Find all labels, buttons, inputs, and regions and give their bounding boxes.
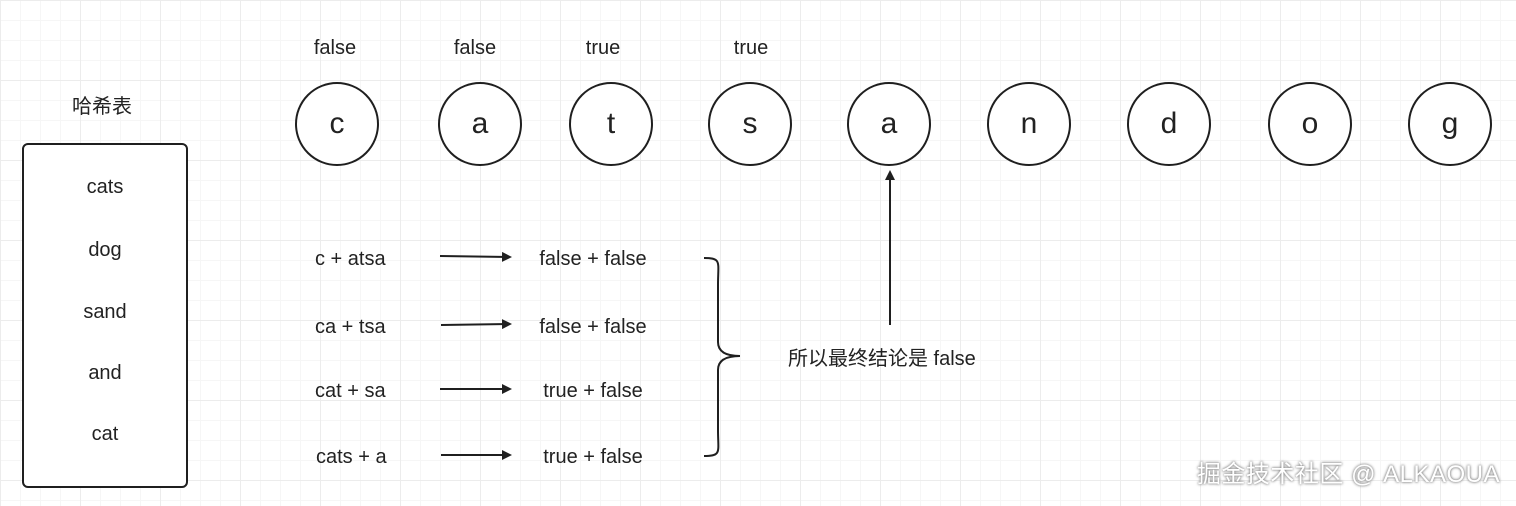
char-node: g	[1408, 82, 1492, 166]
char-node: n	[987, 82, 1071, 166]
conclusion-text: 所以最终结论是 false	[788, 348, 976, 370]
char-node: s	[708, 82, 792, 166]
watermark: 掘金技术社区 @ ALKAOUA	[1196, 461, 1500, 488]
split-expr: cat + sa	[315, 380, 386, 402]
hash-word: and	[88, 362, 122, 384]
split-result: true + false	[543, 380, 643, 402]
split-result: true + false	[543, 446, 643, 468]
prefix-flag: true	[585, 37, 621, 59]
char-node: d	[1127, 82, 1211, 166]
prefix-flag: true	[733, 37, 769, 59]
hash-table-title: 哈希表	[72, 96, 132, 118]
prefix-flag: false	[453, 37, 497, 59]
char-node: c	[295, 82, 379, 166]
hash-word: cat	[91, 423, 119, 445]
hash-table-box: cats dog sand and cat	[22, 143, 188, 488]
split-expr: c + atsa	[315, 248, 386, 270]
split-arrow	[439, 251, 512, 262]
hash-word: dog	[88, 239, 122, 261]
curly-brace	[703, 257, 741, 457]
char-node: t	[569, 82, 653, 166]
split-result: false + false	[539, 316, 647, 338]
split-expr: ca + tsa	[315, 316, 386, 338]
hash-word: cats	[86, 176, 124, 198]
split-arrow	[440, 319, 512, 330]
char-node: a	[847, 82, 931, 166]
split-result: false + false	[539, 248, 647, 270]
hash-word: sand	[83, 301, 127, 323]
split-expr: cats + a	[316, 446, 387, 468]
char-node: o	[1268, 82, 1352, 166]
prefix-flag: false	[313, 37, 357, 59]
char-node: a	[438, 82, 522, 166]
